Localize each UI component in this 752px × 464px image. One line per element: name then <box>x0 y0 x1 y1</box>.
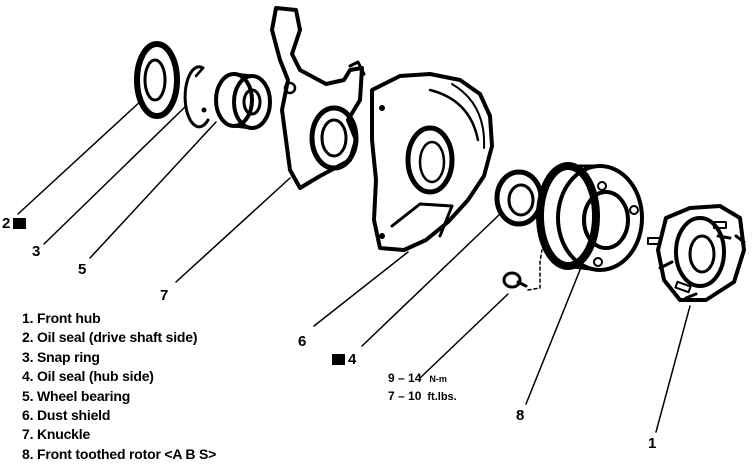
legend-item: 8. Front toothed rotor <A B S> <box>22 445 217 462</box>
front-toothed-rotor <box>536 162 644 272</box>
legend-item: 7. Knuckle <box>22 426 91 443</box>
callout-7: 7 <box>160 287 169 304</box>
bolt <box>502 249 543 291</box>
knuckle <box>270 6 366 190</box>
wheel-bearing <box>201 72 272 130</box>
callout-3: 3 <box>32 243 41 260</box>
legend-item: 6. Dust shield <box>22 407 111 424</box>
snap-ring <box>183 65 210 129</box>
torque-nm-unit: N-m <box>429 374 447 384</box>
front-hub <box>647 204 746 302</box>
parts-legend: 1. Front hub 2. Oil seal (drive shaft si… <box>22 309 216 464</box>
callout-5: 5 <box>78 261 87 278</box>
callout-6: 6 <box>298 333 307 350</box>
legend-item: 4. Oil seal (hub side) <box>22 368 154 385</box>
callout-4: 4 <box>332 352 356 368</box>
callout-1: 1 <box>648 435 657 452</box>
torque-nm-value: 9 – 14 <box>388 371 422 385</box>
callout-2: 2 <box>2 216 27 232</box>
legend-item: 1. Front hub <box>22 310 101 326</box>
legend-item: 3. Snap ring <box>22 348 100 365</box>
special-tool-icon <box>13 218 27 229</box>
oil-seal-hub-side <box>494 169 544 227</box>
torque-ftlb-unit: ft.lbs. <box>427 391 457 403</box>
torque-spec: 9 – 14 N-m 7 – 10 ft.lbs. <box>388 370 457 406</box>
special-tool-icon <box>332 354 345 365</box>
dust-shield <box>370 72 494 252</box>
callout-8: 8 <box>516 407 525 424</box>
leader-lines <box>17 99 691 433</box>
oil-seal-drive-shaft-side <box>134 41 180 119</box>
torque-ftlb-value: 7 – 10 <box>388 389 422 403</box>
legend-item: 5. Wheel bearing <box>22 387 131 404</box>
legend-item: 2. Oil seal (drive shaft side) <box>22 329 198 346</box>
